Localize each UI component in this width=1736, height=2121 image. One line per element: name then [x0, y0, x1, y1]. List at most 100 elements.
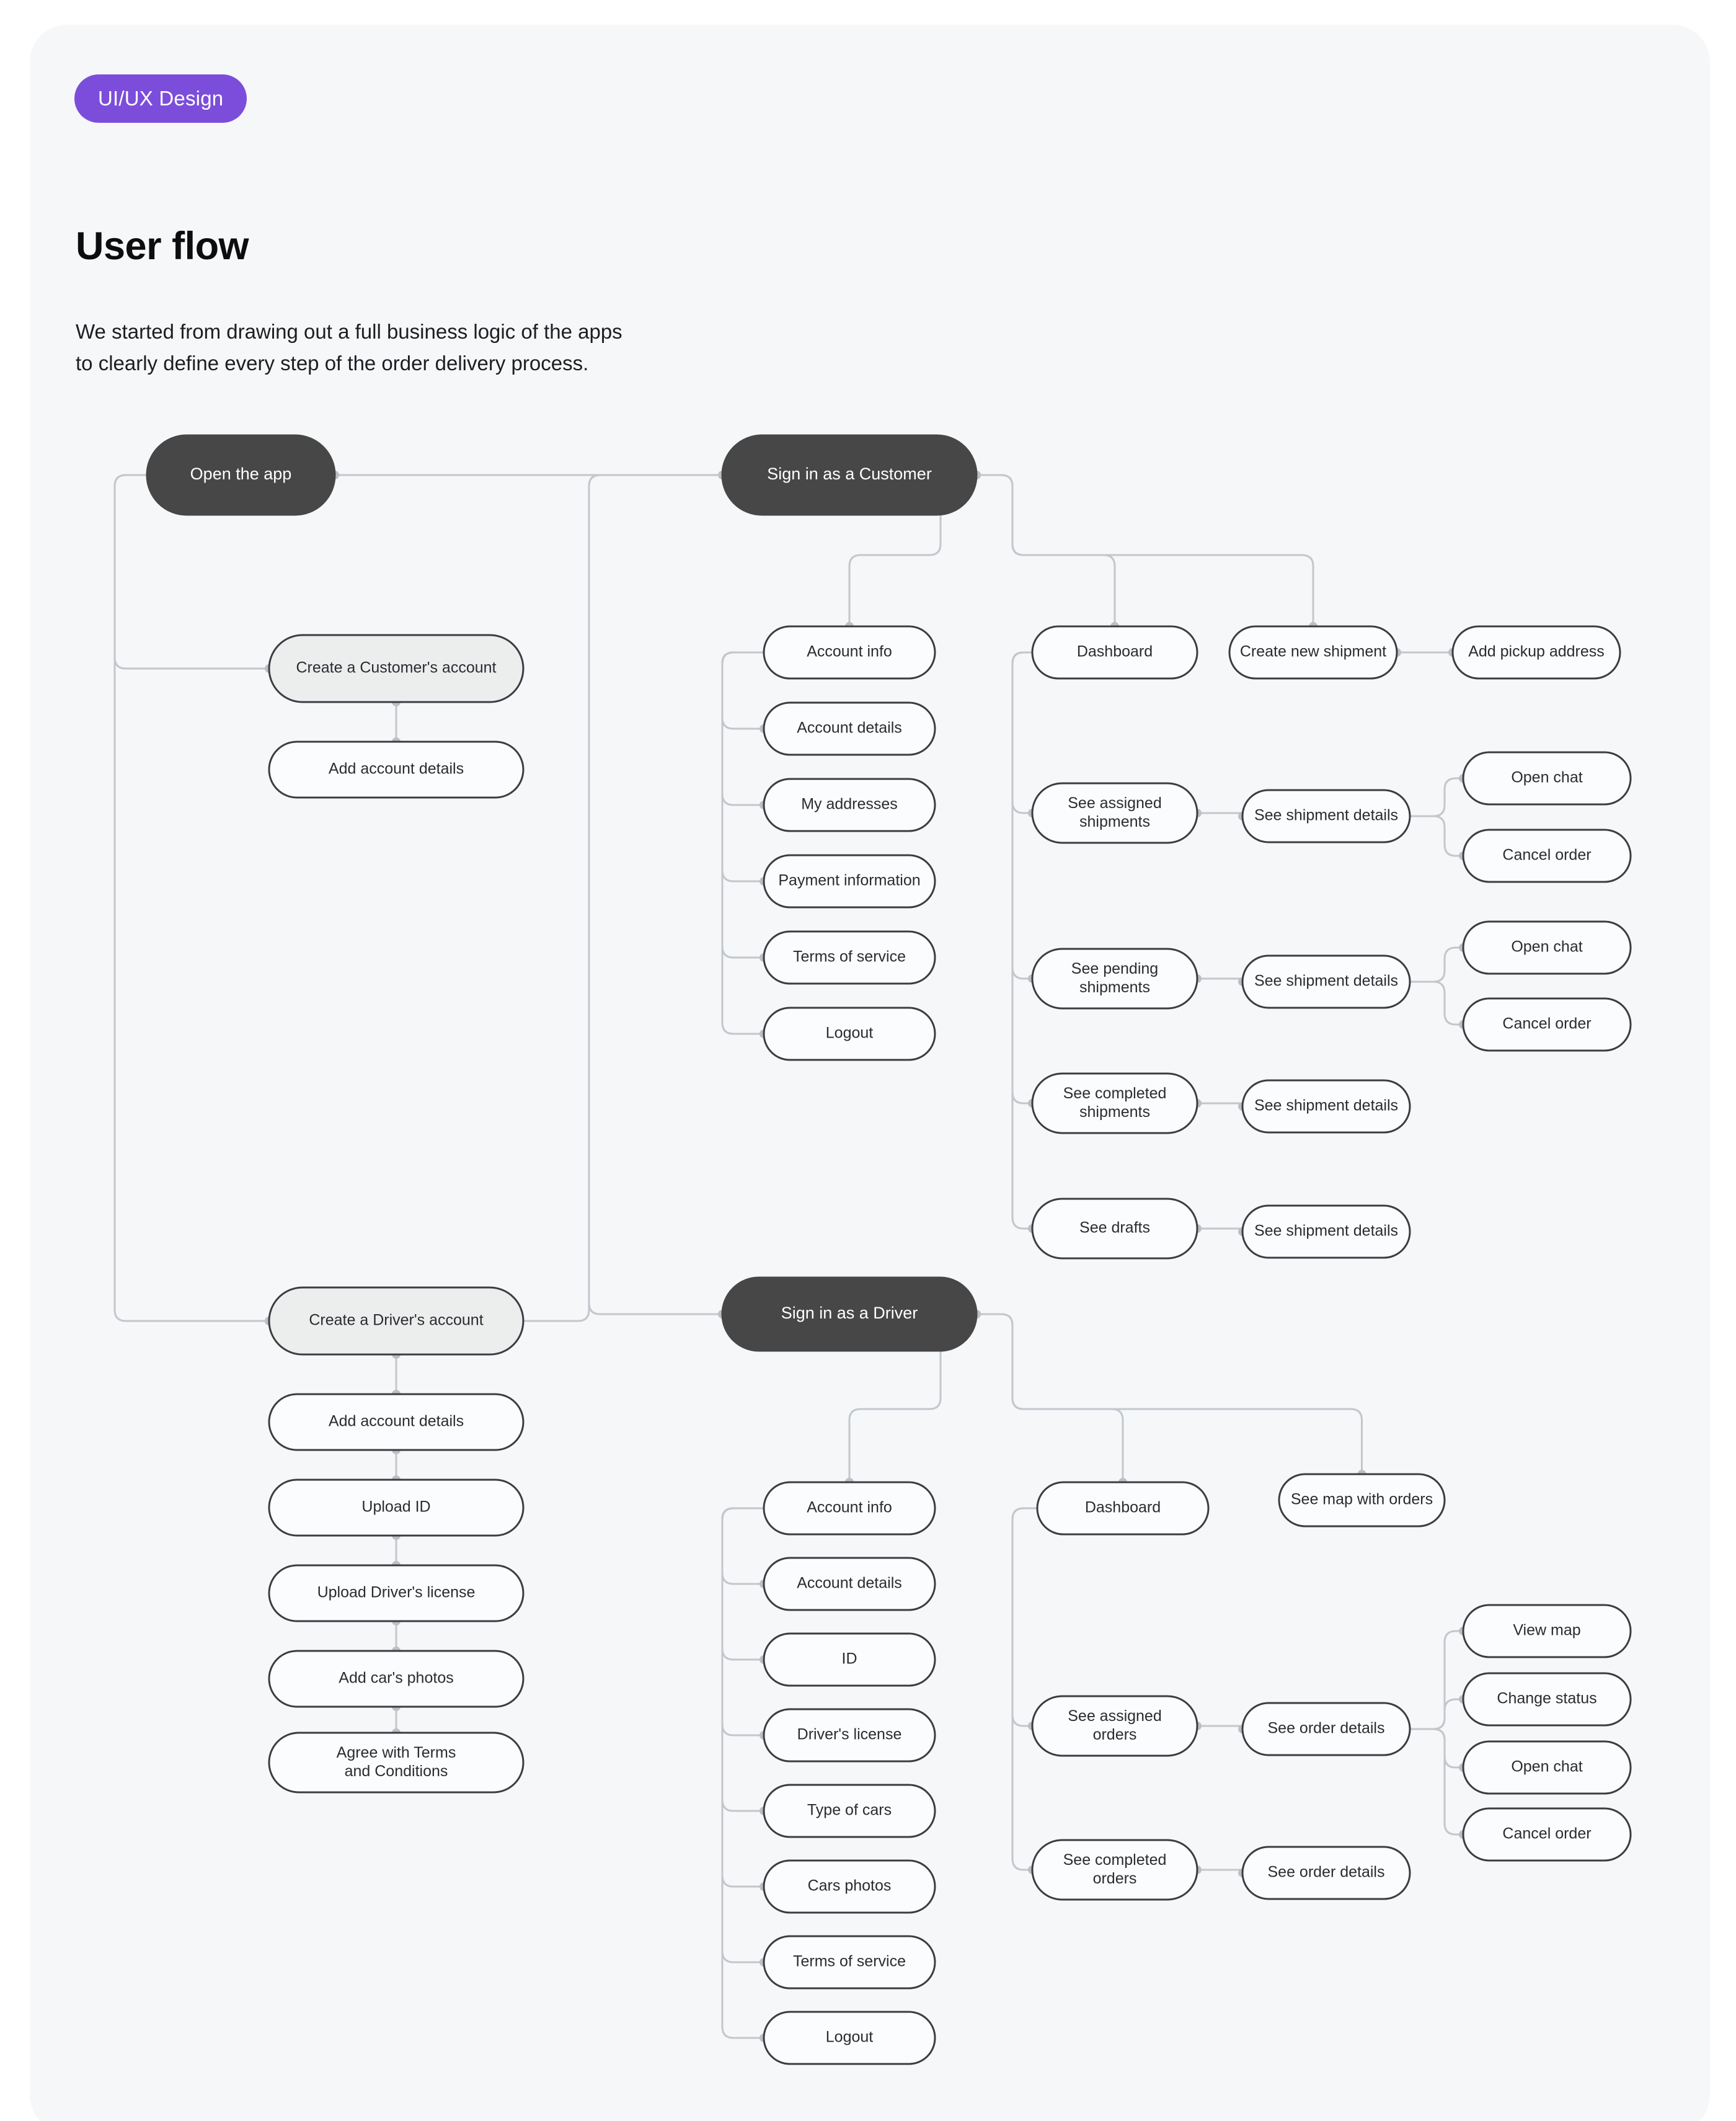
- flow-edge: [721, 1507, 764, 1736]
- flow-node-open-app[interactable]: Open the app: [146, 434, 336, 516]
- flow-node-cust-account-details[interactable]: Account details: [763, 701, 936, 756]
- flow-node-order-details-2[interactable]: See order details: [1241, 1846, 1411, 1900]
- flow-node-drv-change-status[interactable]: Change status: [1462, 1672, 1632, 1727]
- node-label: ID: [842, 1650, 857, 1668]
- node-label: Type of cars: [807, 1802, 892, 1819]
- flow-node-drv-license[interactable]: Driver's license: [763, 1708, 936, 1763]
- flow-node-drv-id[interactable]: ID: [763, 1632, 936, 1687]
- node-label: Dashboard: [1077, 643, 1153, 660]
- flow-edge: [1242, 1728, 1463, 1836]
- node-shape: [268, 1478, 525, 1537]
- node-shape: [763, 625, 936, 680]
- node-label: View map: [1513, 1622, 1580, 1639]
- node-label: Logout: [826, 1025, 874, 1042]
- node-shape: [763, 1557, 936, 1611]
- node-shape: [1462, 1672, 1632, 1727]
- flow-node-create-customer-acct[interactable]: Create a Customer's account: [268, 634, 525, 703]
- node-label: Sign in as a Driver: [781, 1304, 918, 1322]
- node-shape: [1241, 1702, 1411, 1756]
- flow-edge: [976, 1313, 1124, 1482]
- flow-edge: [721, 651, 764, 883]
- flow-node-drv-terms[interactable]: Terms of service: [763, 1935, 936, 1990]
- flow-node-add-pickup-address[interactable]: Add pickup address: [1451, 625, 1621, 680]
- node-shape: [763, 701, 936, 756]
- flow-node-drv-dashboard[interactable]: Dashboard: [1036, 1481, 1210, 1536]
- flow-node-drv-account-details[interactable]: Account details: [763, 1557, 936, 1611]
- flow-edge: [588, 474, 722, 1315]
- node-shape: [1451, 625, 1621, 680]
- flow-node-drv-add-details[interactable]: Add account details: [268, 1393, 525, 1451]
- flow-node-drv-account-info[interactable]: Account info: [763, 1481, 936, 1536]
- node-label: Upload Driver's license: [317, 1584, 476, 1601]
- flow-node-see-drafts[interactable]: See drafts: [1031, 1198, 1198, 1260]
- node-shape: [763, 1007, 936, 1061]
- flow-node-ship-details-1[interactable]: See shipment details: [1241, 789, 1411, 843]
- flow-node-cust-logout[interactable]: Logout: [763, 1007, 936, 1061]
- node-label: Create a Driver's account: [309, 1312, 483, 1329]
- flow-node-drv-type-of-cars[interactable]: Type of cars: [763, 1784, 936, 1838]
- flow-node-drv-logout[interactable]: Logout: [763, 2011, 936, 2065]
- node-label: Account details: [797, 719, 902, 737]
- node-shape: [268, 634, 525, 703]
- node-label: Create new shipment: [1240, 643, 1386, 660]
- node-label: See order details: [1267, 1864, 1384, 1881]
- node-shape: [1031, 1072, 1198, 1134]
- node-shape: [721, 434, 978, 516]
- node-shape: [1241, 1846, 1411, 1900]
- node-shape: [268, 1650, 525, 1708]
- flow-node-cancel-order-2[interactable]: Cancel order: [1462, 997, 1632, 1052]
- flow-node-open-chat-1[interactable]: Open chat: [1462, 751, 1632, 806]
- node-shape: [1278, 1473, 1446, 1527]
- flow-edge: [721, 1507, 764, 1585]
- flow-node-drv-view-map[interactable]: View map: [1462, 1604, 1632, 1658]
- flow-node-signin-driver[interactable]: Sign in as a Driver: [721, 1276, 978, 1352]
- flow-edge: [1011, 651, 1032, 814]
- flow-node-cust-terms[interactable]: Terms of service: [763, 930, 936, 985]
- flow-node-ship-details-2[interactable]: See shipment details: [1241, 954, 1411, 1009]
- flow-node-drv-upload-license[interactable]: Upload Driver's license: [268, 1564, 525, 1622]
- flow-node-cust-add-details[interactable]: Add account details: [268, 740, 525, 799]
- flow-node-cancel-order-1[interactable]: Cancel order: [1462, 829, 1632, 883]
- flow-node-cust-account-info[interactable]: Account info: [763, 625, 936, 680]
- page-subtitle: We started from drawing out a full busin…: [76, 320, 622, 375]
- flow-node-signin-customer[interactable]: Sign in as a Customer: [721, 434, 978, 516]
- node-shape: [1462, 751, 1632, 806]
- flow-node-create-new-shipment[interactable]: Create new shipment: [1228, 625, 1398, 680]
- flow-node-ship-details-4[interactable]: See shipment details: [1241, 1204, 1411, 1259]
- flow-node-drv-car-photos[interactable]: Add car's photos: [268, 1650, 525, 1708]
- flow-node-drv-upload-id[interactable]: Upload ID: [268, 1478, 525, 1537]
- flow-edge: [269, 474, 722, 1322]
- flow-edge: [113, 474, 269, 1322]
- flow-edge: [1011, 651, 1032, 1230]
- flow-node-cust-payment-info[interactable]: Payment information: [763, 854, 936, 909]
- flow-edge: [976, 474, 1314, 626]
- flow-node-drv-open-chat[interactable]: Open chat: [1462, 1740, 1632, 1795]
- node-shape: [763, 2011, 936, 2065]
- node-label: Open chat: [1511, 1758, 1582, 1776]
- flow-edge: [1242, 1698, 1463, 1730]
- flow-node-open-chat-2[interactable]: Open chat: [1462, 920, 1632, 975]
- flow-edge: [721, 651, 764, 1035]
- flow-node-order-details-1[interactable]: See order details: [1241, 1702, 1411, 1756]
- node-shape: [1462, 1740, 1632, 1795]
- flow-node-create-driver-acct[interactable]: Create a Driver's account: [268, 1286, 525, 1356]
- node-shape: [146, 434, 336, 516]
- flow-node-cust-my-addresses[interactable]: My addresses: [763, 778, 936, 832]
- flow-node-drv-cancel-order[interactable]: Cancel order: [1462, 1807, 1632, 1862]
- node-shape: [1462, 920, 1632, 975]
- node-label: See order details: [1267, 1720, 1384, 1737]
- flow-node-cust-dashboard[interactable]: Dashboard: [1031, 625, 1198, 680]
- flow-node-see-map-orders[interactable]: See map with orders: [1278, 1473, 1446, 1527]
- node-label: Add account details: [329, 760, 464, 778]
- flow-node-ship-details-3[interactable]: See shipment details: [1241, 1079, 1411, 1134]
- flow-node-drv-cars-photos[interactable]: Cars photos: [763, 1859, 936, 1914]
